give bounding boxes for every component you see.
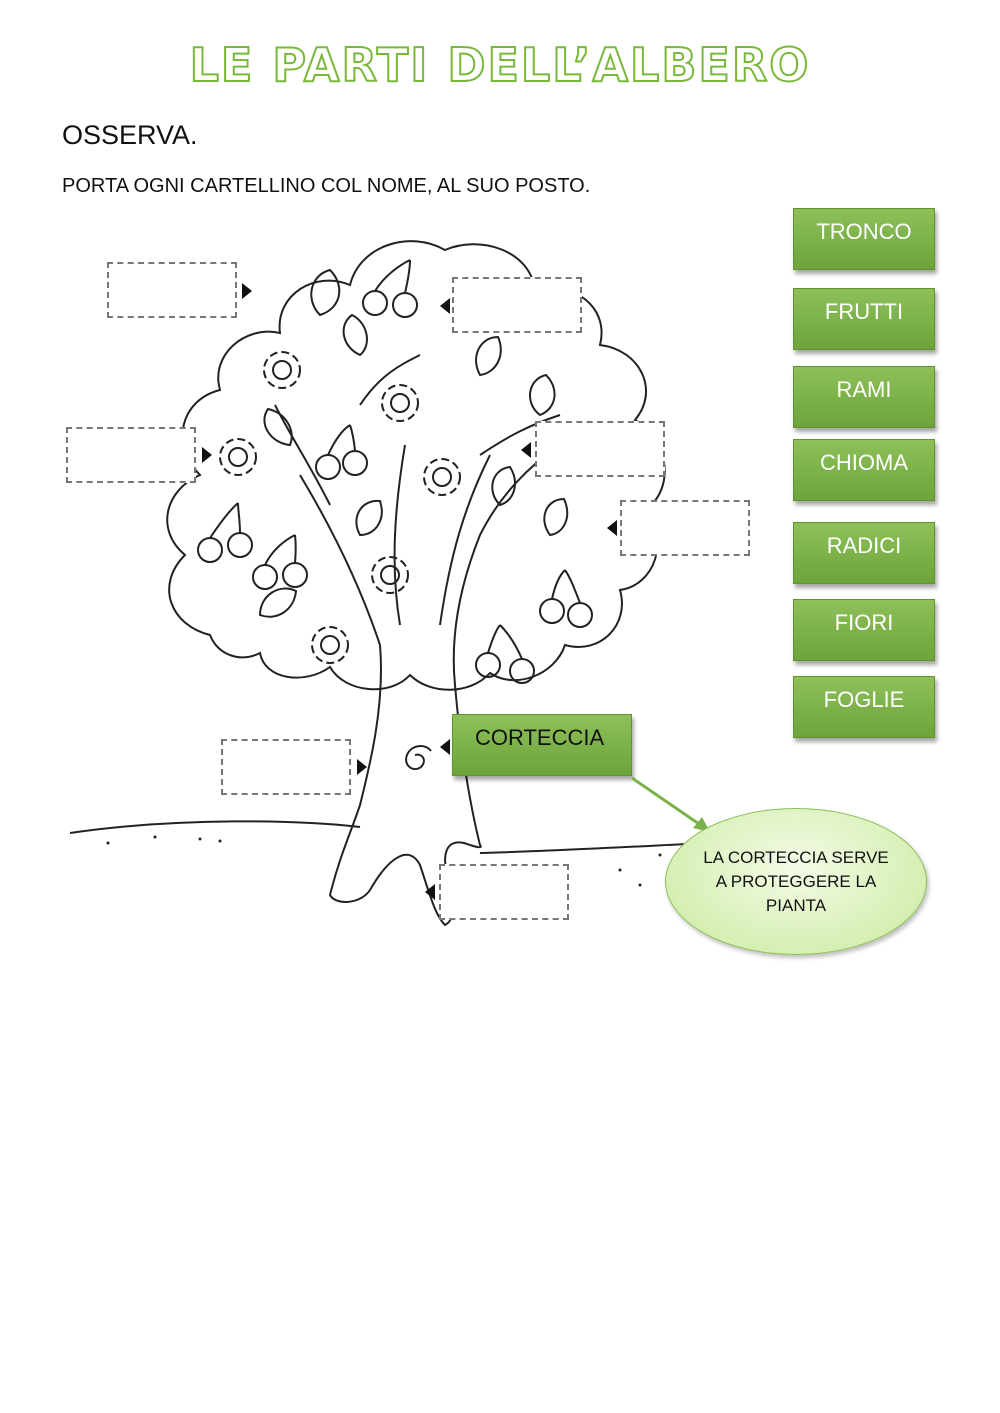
arrow-left-icon	[521, 442, 531, 458]
arrow-right-icon	[357, 759, 367, 775]
arrow-left-icon	[440, 739, 450, 755]
instruction-observe: OSSERVA.	[62, 120, 198, 150]
label-card-frutti[interactable]: FRUTTI	[793, 288, 935, 350]
label-card-radici[interactable]: RADICI	[793, 522, 935, 584]
arrow-left-icon	[425, 884, 435, 900]
drop-target-right[interactable]	[620, 500, 750, 556]
arrow-left-icon	[440, 298, 450, 314]
instruction-task: PORTA OGNI CARTELLINO COL NOME, AL SUO P…	[62, 175, 591, 197]
info-bubble: LA CORTECCIA SERVE A PROTEGGERE LA PIANT…	[665, 808, 927, 955]
drop-target-top-right[interactable]	[452, 277, 582, 333]
info-bubble-text: LA CORTECCIA SERVE A PROTEGGERE LA PIANT…	[703, 847, 889, 915]
label-card-chioma[interactable]: CHIOMA	[793, 439, 935, 501]
label-card-tronco[interactable]: TRONCO	[793, 208, 935, 270]
label-card-fiori[interactable]: FIORI	[793, 599, 935, 661]
arrow-right-icon	[242, 283, 252, 299]
arrow-right-icon	[202, 447, 212, 463]
page-title: LE PARTI DELL’ALBERO	[189, 37, 811, 93]
tree-drawing	[69, 240, 751, 927]
label-card-foglie[interactable]: FOGLIE	[793, 676, 935, 738]
drop-target-mid-right[interactable]	[535, 421, 665, 477]
drop-target-trunk-left[interactable]	[221, 739, 351, 795]
arrow-left-icon	[607, 520, 617, 536]
drop-target-roots[interactable]	[439, 864, 569, 920]
placed-label-corteccia[interactable]: CORTECCIA	[452, 714, 632, 776]
drop-target-mid-left[interactable]	[66, 427, 196, 483]
drop-target-top-left[interactable]	[107, 262, 237, 318]
label-card-rami[interactable]: RAMI	[793, 366, 935, 428]
